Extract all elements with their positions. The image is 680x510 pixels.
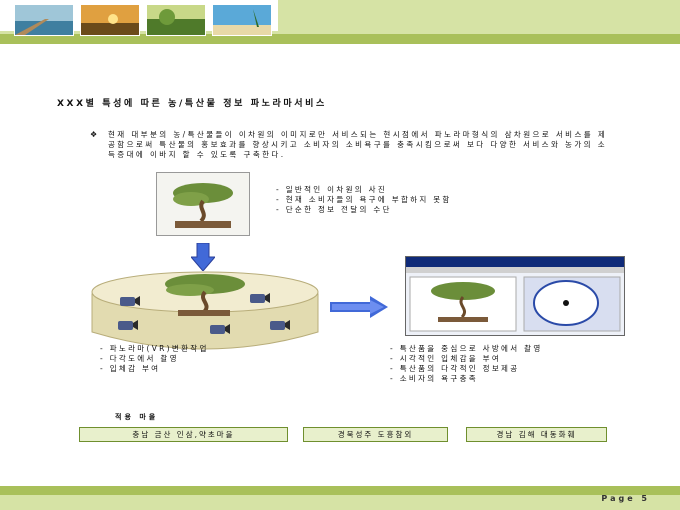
header-accent [278, 0, 680, 32]
list-item: - 시각적인 입체감을 부여 [390, 354, 502, 363]
apply-villages-label: 적용 마을 [115, 413, 159, 421]
list-item: - 파노라마(VR)변환작업 [100, 344, 209, 353]
list-item: - 다각도에서 촬영 [100, 354, 179, 363]
village-box-seongju: 경북성주 도흥참외 [303, 427, 448, 442]
page-label: Page [601, 494, 636, 503]
list-item: - 소비자의 욕구충족 [390, 374, 478, 383]
camera-icon [120, 292, 140, 311]
footer-stripe [0, 486, 680, 495]
diamond-bullet-icon: ❖ [90, 130, 98, 139]
camera-icon [270, 316, 290, 335]
list-item: - 일반적인 이차원의 사진 [276, 185, 388, 194]
vr-step-list: - 파노라마(VR)변환작업 - 다각도에서 촬영 - 입체감 부여 [100, 344, 209, 374]
header-photo-forest [146, 4, 206, 36]
village-box-gimhae: 경남 김해 대동화훼 [466, 427, 607, 442]
page-title: XXX별 특성에 따른 농/특산물 정보 파노라마서비스 [57, 99, 327, 109]
header-photo-pier [14, 4, 74, 36]
list-item: - 특산품의 다각적인 정보제공 [390, 364, 520, 373]
page-number-value: 5 [641, 494, 650, 503]
list-item: - 입체감 부여 [100, 364, 161, 373]
bonsai-photo [156, 172, 250, 236]
list-item: - 단순한 정보 전달의 수단 [276, 205, 392, 214]
benefit-list: - 특산품을 중심으로 사방에서 촬영 - 시각적인 입체감을 부여 - 특산품… [390, 344, 543, 384]
camera-icon [210, 320, 230, 339]
header-photo-sunset [80, 4, 140, 36]
right-arrow-icon [330, 296, 390, 322]
panorama-viewer-screenshot [405, 256, 625, 336]
camera-icon [250, 289, 270, 308]
intro-paragraph: 현재 대부분의 농/특산물들이 이차원의 이미지로만 서비스되는 현시점에서 파… [108, 130, 608, 159]
list-item: - 현재 소비자들의 욕구에 부합하지 못함 [276, 195, 452, 204]
footer-band [0, 495, 680, 510]
header-stripe-light [0, 31, 680, 34]
panorama-cylinder [90, 270, 320, 352]
list-item: - 특산품을 중심으로 사방에서 촬영 [390, 344, 543, 353]
header-photo-beach [212, 4, 272, 36]
page-number: Page 5 [601, 494, 650, 503]
problem-list: - 일반적인 이차원의 사진 - 현재 소비자들의 욕구에 부합하지 못함 - … [276, 185, 452, 215]
village-box-geumsan: 충남 금산 인삼,약초마을 [79, 427, 288, 442]
down-arrow-icon [189, 242, 217, 275]
header-stripe [0, 34, 680, 44]
camera-icon [118, 316, 138, 335]
